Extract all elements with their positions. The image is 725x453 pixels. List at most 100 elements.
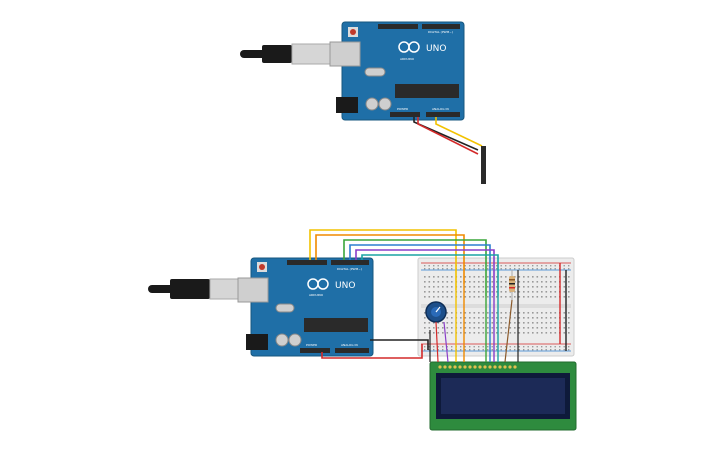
lcd-pin[interactable] xyxy=(513,365,517,369)
breadboard-hole xyxy=(487,322,489,324)
breadboard-hole xyxy=(527,296,530,298)
lcd-pin[interactable] xyxy=(443,365,447,369)
digital-label: DIGITAL (PWM~) xyxy=(337,267,362,271)
lcd-pin[interactable] xyxy=(473,365,477,369)
breadboard-hole xyxy=(541,317,543,319)
breadboard-hole xyxy=(523,276,525,278)
rail-hole xyxy=(500,268,502,270)
breadboard-hole xyxy=(536,327,539,329)
breadboard-hole xyxy=(482,312,485,314)
breadboard-hole xyxy=(514,332,516,334)
rail-hole xyxy=(433,268,435,270)
lcd-pin[interactable] xyxy=(448,365,452,369)
breadboard-hole xyxy=(473,312,476,314)
rail-hole xyxy=(428,265,430,267)
breadboard-hole xyxy=(446,317,449,319)
lcd-16x2[interactable] xyxy=(429,361,577,431)
rail-hole xyxy=(433,265,435,267)
rail-hole xyxy=(536,349,538,351)
lcd-pin[interactable] xyxy=(453,365,457,369)
lcd-pin[interactable] xyxy=(468,365,472,369)
breadboard-hole xyxy=(500,276,503,278)
breadboard-hole xyxy=(550,327,552,329)
rail-hole xyxy=(550,265,552,267)
breadboard-hole xyxy=(536,291,539,293)
rail-hole xyxy=(464,268,466,270)
rail-hole xyxy=(568,268,570,270)
rail-hole xyxy=(473,349,475,351)
arduino-bottom[interactable]: UNO ARDUINO DIGITAL (PWM~) ANALOG IN POW… xyxy=(148,257,374,357)
lcd-pin[interactable] xyxy=(488,365,492,369)
resistor[interactable] xyxy=(509,270,515,300)
rail-hole xyxy=(568,265,570,267)
breadboard-hole xyxy=(563,286,566,288)
breadboard-hole xyxy=(478,312,480,314)
lcd-pin[interactable] xyxy=(508,365,512,369)
breadboard-hole xyxy=(433,332,435,334)
breadboard-hole xyxy=(496,291,498,293)
breadboard-hole xyxy=(464,281,467,283)
breadboard-hole xyxy=(532,322,534,324)
rail-hole xyxy=(532,346,534,348)
rail-hole xyxy=(424,346,426,348)
rail-hole xyxy=(469,346,471,348)
breadboard-hole xyxy=(545,286,548,288)
rail-hole xyxy=(442,265,444,267)
lcd-pin[interactable] xyxy=(463,365,467,369)
breadboard-hole xyxy=(496,281,498,283)
breadboard[interactable] xyxy=(417,257,575,357)
breadboard-hole xyxy=(464,296,467,298)
breadboard-hole xyxy=(563,317,566,319)
lcd-pin[interactable] xyxy=(438,365,442,369)
breadboard-hole xyxy=(500,327,503,329)
breadboard-hole xyxy=(527,312,530,314)
board-pcb xyxy=(341,21,465,121)
breadboard-hole xyxy=(473,327,476,329)
breadboard-hole xyxy=(469,312,471,314)
potentiometer[interactable] xyxy=(425,301,447,323)
rail-hole xyxy=(541,265,543,267)
center-channel xyxy=(421,304,571,308)
lcd-pin[interactable] xyxy=(498,365,502,369)
breadboard-hole xyxy=(527,332,530,334)
breadboard-hole xyxy=(514,291,516,293)
rail-hole xyxy=(527,268,529,270)
lcd-pin[interactable] xyxy=(478,365,482,369)
breadboard-hole xyxy=(446,332,449,334)
usb-cable-top[interactable] xyxy=(240,43,331,65)
lcd-pins xyxy=(438,365,517,369)
lcd-pin[interactable] xyxy=(483,365,487,369)
rail-hole xyxy=(514,265,516,267)
rail-hole xyxy=(505,265,507,267)
breadboard-hole xyxy=(496,332,498,334)
breadboard-hole xyxy=(442,276,444,278)
breadboard-hole xyxy=(518,291,521,293)
breadboard-hole xyxy=(469,322,471,324)
rail-hole xyxy=(509,346,511,348)
rail-hole xyxy=(469,265,471,267)
reset-button-cap[interactable] xyxy=(259,264,265,270)
breadboard-hole xyxy=(568,332,570,334)
breadboard-hole xyxy=(554,322,557,324)
reset-button-cap[interactable] xyxy=(350,29,356,35)
lcd-pin[interactable] xyxy=(458,365,462,369)
analog-header xyxy=(426,112,460,117)
breadboard-hole xyxy=(545,281,548,283)
breadboard-hole xyxy=(424,281,426,283)
rail-hole xyxy=(514,349,516,351)
breadboard-hole xyxy=(433,286,435,288)
usb-cable-end xyxy=(240,50,268,58)
rail-hole xyxy=(505,349,507,351)
breadboard-hole xyxy=(464,327,467,329)
breadboard-hole xyxy=(473,286,476,288)
breadboard-hole xyxy=(478,332,480,334)
rail-hole xyxy=(563,268,565,270)
usb-cable-bottom[interactable] xyxy=(148,278,241,300)
pin-header[interactable] xyxy=(481,146,486,184)
breadboard-hole xyxy=(442,281,444,283)
analog-header xyxy=(335,348,369,353)
lcd-pin[interactable] xyxy=(493,365,497,369)
arduino-top[interactable]: UNO ARDUINO DIGITAL (PWM~) ANALOG IN POW… xyxy=(240,21,465,121)
lcd-pin[interactable] xyxy=(503,365,507,369)
